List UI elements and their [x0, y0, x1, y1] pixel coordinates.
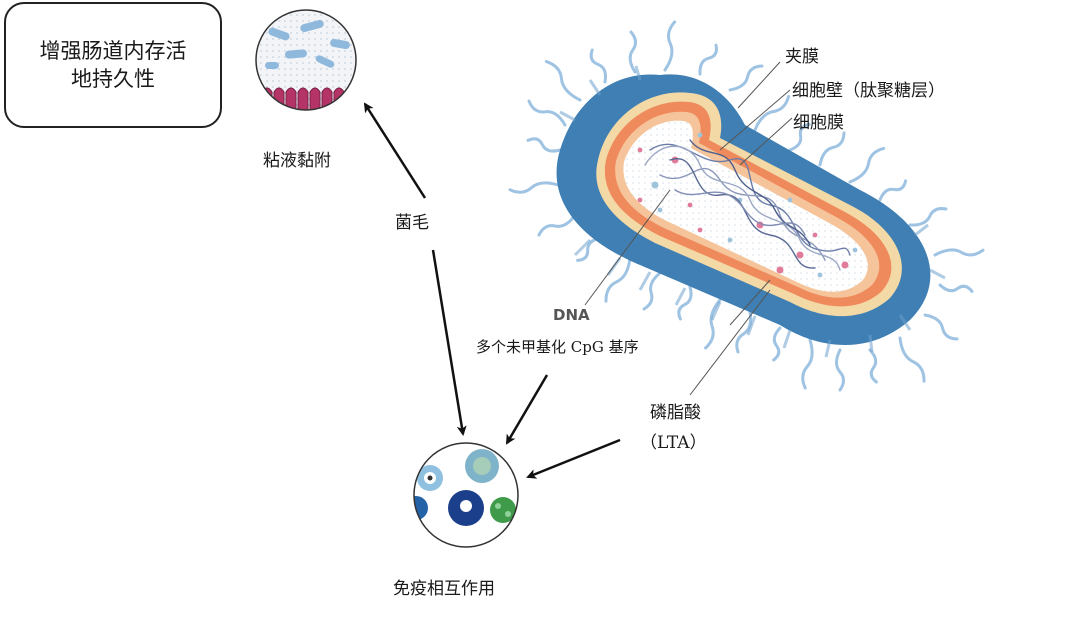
arrows: [363, 102, 621, 479]
pilus: [938, 283, 974, 293]
label-capsule: 夹膜: [785, 47, 819, 67]
capsule-stripe: [898, 314, 912, 331]
immune-interaction-illustration: [413, 442, 519, 548]
capsule-stripe: [746, 315, 757, 336]
callout-line-1: 增强肠道内存活: [39, 39, 187, 63]
label-dna: DNA: [553, 306, 590, 324]
pilus: [898, 336, 926, 383]
pilus: [848, 146, 886, 184]
dna-strands: [644, 139, 851, 271]
particle: [776, 266, 784, 274]
mucus-bacterium: [315, 55, 335, 68]
villus: [321, 87, 333, 110]
label-immune-interaction: 免疫相互作用: [393, 579, 495, 599]
mucus-bacteria: [265, 19, 350, 69]
pilus: [933, 248, 985, 257]
capsule-stripe: [674, 287, 687, 306]
pilus: [728, 64, 764, 92]
label-pili: 菌毛: [395, 213, 429, 233]
capsule-stripe: [573, 238, 592, 257]
capsule-stripe: [914, 223, 929, 237]
particle: [817, 272, 823, 278]
pilus: [735, 310, 753, 354]
mucus-bacterium: [285, 49, 307, 59]
pilus: [868, 348, 878, 384]
capsule-stripe: [929, 268, 946, 280]
pilus: [508, 181, 560, 194]
label-lta-line-2: （LTA）: [640, 433, 707, 453]
pilus: [704, 298, 722, 350]
pilus: [576, 236, 602, 262]
pilus: [923, 313, 959, 341]
label-cell-wall: 细胞壁（肽聚糖层）: [792, 81, 945, 101]
pilus: [663, 20, 677, 72]
particle: [657, 207, 663, 213]
capsule-stripe: [634, 65, 642, 81]
particle: [687, 202, 693, 208]
capsule-stripe: [638, 271, 652, 291]
pilus: [628, 30, 637, 74]
capsule-stripe: [824, 339, 832, 358]
arrow-cpg-to-immune: [505, 374, 549, 445]
particle: [841, 261, 849, 269]
pilus: [818, 131, 846, 167]
particle: [852, 247, 858, 253]
label-mucus-adhesion: 粘液黏附: [263, 151, 331, 171]
villus: [297, 87, 309, 110]
capsule-stripe: [710, 301, 722, 321]
mucus-bacterium: [265, 62, 279, 69]
bacterium-cell: [556, 65, 946, 358]
particle: [796, 251, 804, 259]
cytoplasm-particles: [637, 132, 858, 278]
particle: [637, 197, 643, 203]
label-cell-membrane: 细胞膜: [793, 113, 844, 133]
particle: [671, 156, 679, 164]
capsule-stripe: [782, 329, 792, 349]
mucus-bacterium: [268, 27, 290, 41]
pilus: [544, 60, 582, 102]
pili-group: [508, 20, 985, 392]
pilus: [878, 179, 908, 202]
label-cpg-motifs: 多个未甲基化 CpG 基序: [476, 338, 639, 356]
particle: [727, 237, 733, 243]
label-lta-line-1: 磷脂酸: [650, 403, 701, 423]
pilus: [753, 94, 791, 132]
particle: [651, 181, 659, 189]
capsule-stripe: [588, 79, 602, 96]
leader-lines: [584, 61, 793, 396]
pilus: [604, 256, 632, 303]
mucus-adhesion-illustration: [255, 9, 357, 111]
callout-line-2: 地持久性: [71, 67, 155, 91]
survival-callout-box: 增强肠道内存活 地持久性: [4, 2, 222, 128]
pilus: [677, 285, 693, 321]
mucus-bacterium: [300, 19, 324, 33]
villus: [309, 87, 321, 110]
particle: [637, 147, 643, 153]
pilus: [589, 48, 608, 84]
particle: [697, 132, 703, 138]
pilus: [908, 207, 948, 227]
pilus: [698, 43, 718, 76]
pilus: [526, 137, 562, 153]
capsule-stripe: [868, 334, 874, 353]
capsule-stripe: [559, 110, 576, 122]
arrow-lta-to-immune: [526, 438, 621, 479]
arrow-to-mucus: [363, 102, 427, 199]
pilus: [788, 122, 811, 152]
pilus: [527, 99, 567, 127]
pilus: [801, 338, 814, 390]
pilus: [642, 271, 662, 311]
particle: [697, 227, 703, 233]
villus: [285, 87, 297, 110]
particle: [787, 197, 793, 203]
pilus: [772, 326, 782, 362]
pilus: [537, 213, 577, 237]
arrow-pili-to-immune: [431, 249, 467, 436]
particle: [812, 232, 818, 238]
villus: [345, 87, 356, 110]
pilus: [835, 348, 845, 392]
mucus-bacterium: [330, 38, 350, 50]
